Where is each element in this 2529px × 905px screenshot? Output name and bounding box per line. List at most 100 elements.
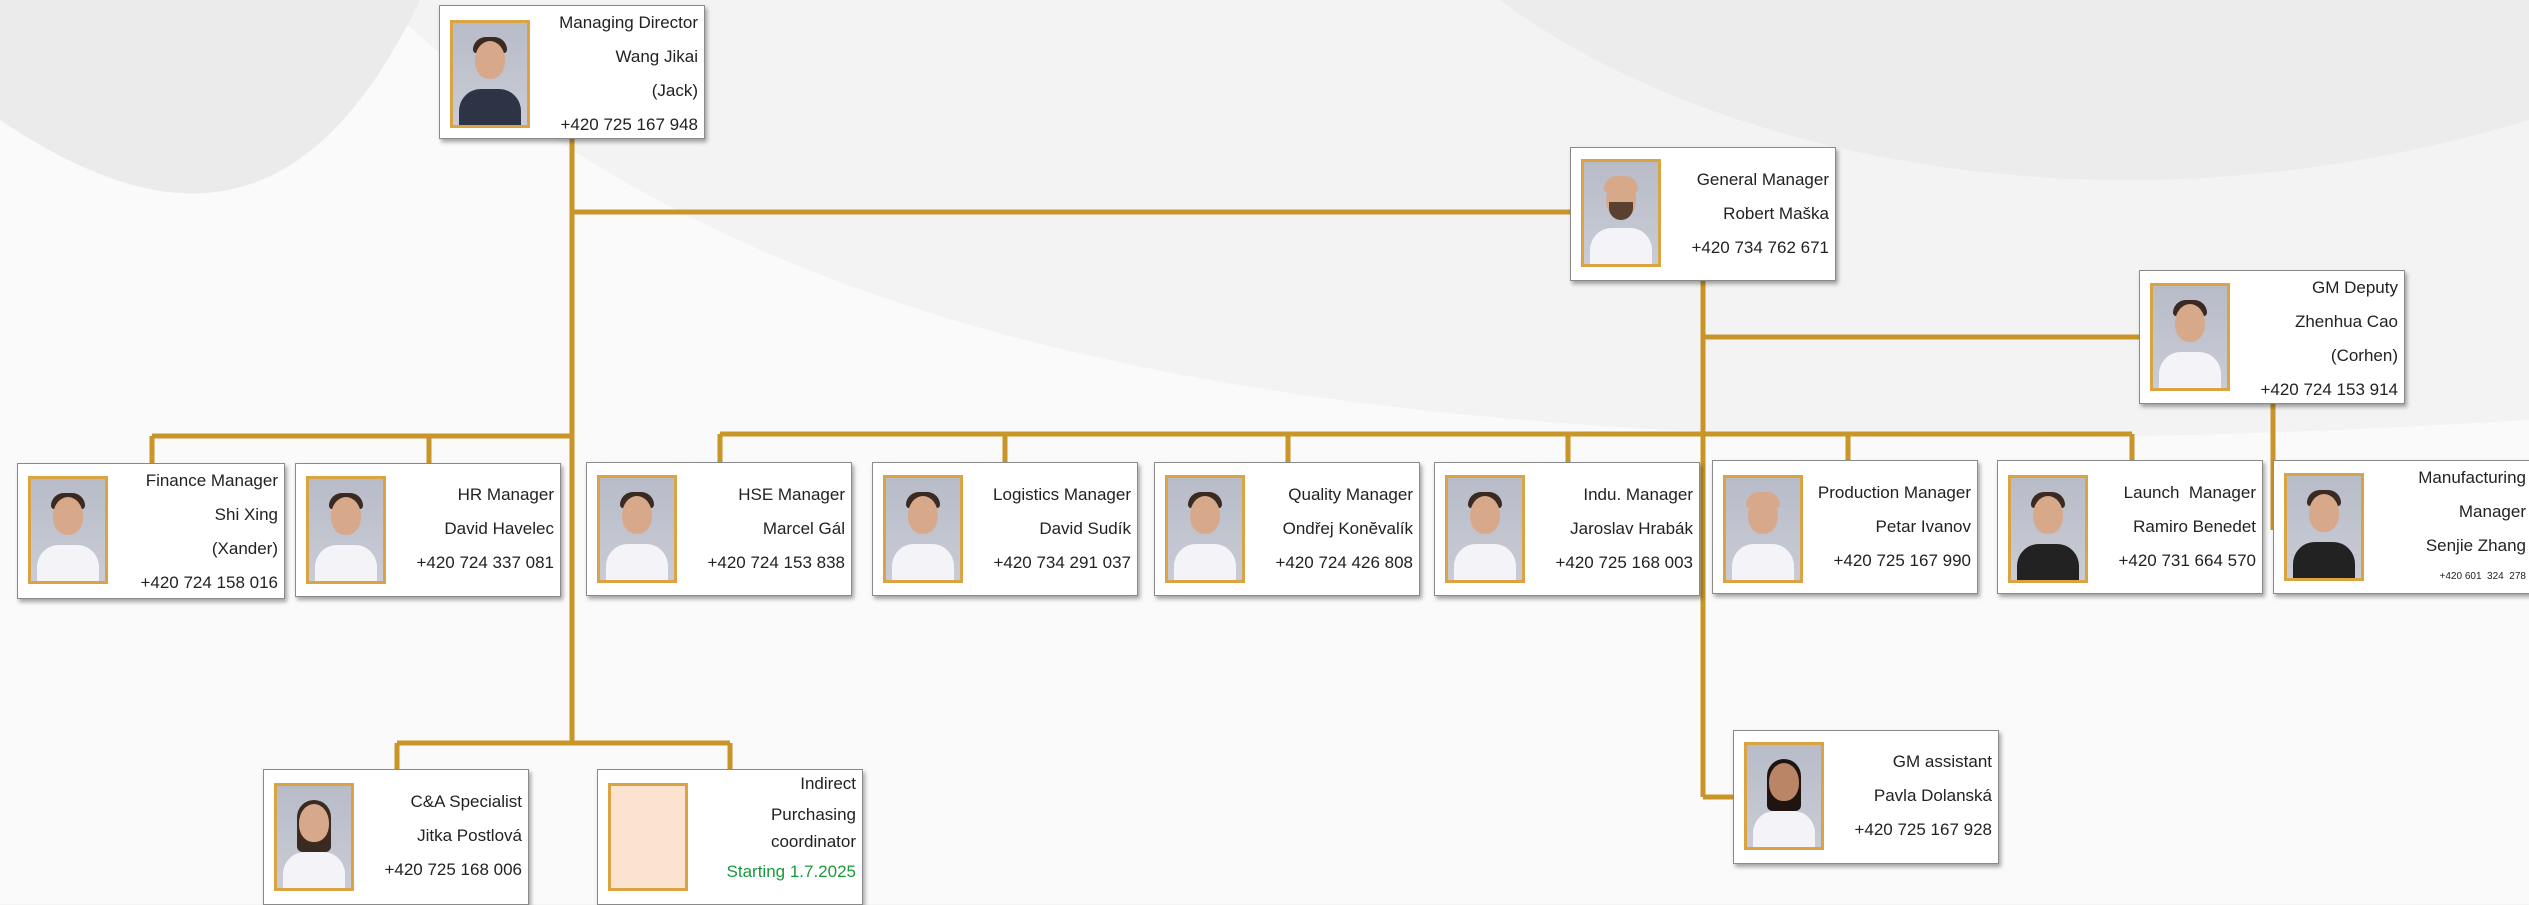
portrait-face xyxy=(299,804,329,842)
job-title: Quality Manager xyxy=(1288,485,1413,504)
job-title-line-2: Purchasing xyxy=(770,805,856,824)
org-card-hr-manager[interactable]: HR Manager David Havelec +420 724 337 08… xyxy=(295,463,561,597)
phone-number: +420 725 168 003 xyxy=(1555,553,1693,572)
org-card-finance-manager[interactable]: Finance Manager Shi Xing (Xander) +420 7… xyxy=(17,463,285,599)
portrait-body xyxy=(1454,544,1516,580)
portrait-face xyxy=(1769,763,1799,801)
phone-number: +420 601 324 278 xyxy=(2439,571,2526,582)
portrait-body xyxy=(283,852,345,888)
portrait-photo xyxy=(450,20,530,128)
job-title: General Manager xyxy=(1696,170,1829,189)
portrait-photo xyxy=(597,475,677,583)
job-title: C&A Specialist xyxy=(410,792,523,811)
org-card-manufacturing-manager[interactable]: Manufacturing Manager Senjie Zhang +420 … xyxy=(2273,460,2529,594)
job-title: GM Deputy xyxy=(2312,278,2398,297)
portrait-body xyxy=(1753,811,1815,847)
portrait-body xyxy=(37,545,99,581)
job-title: Managing Director xyxy=(559,13,698,32)
portrait-beard xyxy=(1609,202,1633,220)
org-card-gm-deputy[interactable]: GM Deputy Zhenhua Cao (Corhen) +420 724 … xyxy=(2139,270,2405,404)
job-title: Launch Manager xyxy=(2123,483,2256,502)
portrait-face xyxy=(1470,496,1500,534)
portrait-face xyxy=(2033,496,2063,534)
person-alias: (Corhen) xyxy=(2330,346,2398,365)
job-title: HSE Manager xyxy=(738,485,845,504)
org-card-logistics-manager[interactable]: Logistics Manager David Sudík +420 734 2… xyxy=(872,462,1138,596)
org-card-production-manager[interactable]: Production Manager Petar Ivanov +420 725… xyxy=(1712,460,1978,594)
start-date-note: Starting 1.7.2025 xyxy=(726,862,856,881)
person-name: Petar Ivanov xyxy=(1875,517,1971,536)
portrait-face xyxy=(1190,496,1220,534)
person-alias: (Xander) xyxy=(211,539,278,558)
portrait-body xyxy=(1732,544,1794,580)
phone-number: +420 724 153 838 xyxy=(707,553,845,572)
person-name: David Havelec xyxy=(444,519,554,538)
job-title: Indu. Manager xyxy=(1583,485,1693,504)
job-title: Production Manager xyxy=(1817,483,1971,502)
person-alias: (Jack) xyxy=(651,81,698,100)
org-card-managing-director[interactable]: Managing Director Wang Jikai (Jack) +420… xyxy=(439,5,705,139)
phone-number: +420 724 158 016 xyxy=(140,573,278,592)
person-name: Pavla Dolanská xyxy=(1873,786,1992,805)
portrait-face xyxy=(2175,304,2205,342)
portrait-body xyxy=(2017,544,2079,580)
job-title-line-1: Manufacturing xyxy=(2418,468,2526,487)
portrait-photo xyxy=(883,475,963,583)
person-name: Robert Maška xyxy=(1723,204,1829,223)
portrait-face xyxy=(475,41,505,79)
org-card-quality-manager[interactable]: Quality Manager Ondřej Konĕvalík +420 72… xyxy=(1154,462,1420,596)
portrait-face xyxy=(2309,494,2339,532)
portrait-body xyxy=(892,544,954,580)
portrait-face xyxy=(908,496,938,534)
person-name: Ondřej Konĕvalík xyxy=(1282,519,1413,538)
job-title: Logistics Manager xyxy=(993,485,1131,504)
portrait-body xyxy=(1590,228,1652,264)
portrait-photo xyxy=(1445,475,1525,583)
portrait-photo xyxy=(1744,742,1824,850)
portrait-photo xyxy=(306,476,386,584)
org-card-hse-manager[interactable]: HSE Manager Marcel Gál +420 724 153 838 xyxy=(586,462,852,596)
phone-number: +420 725 167 990 xyxy=(1833,551,1971,570)
portrait-body xyxy=(606,544,668,580)
portrait-face xyxy=(53,497,83,535)
portrait-photo xyxy=(274,783,354,891)
phone-number: +420 734 291 037 xyxy=(993,553,1131,572)
job-title: Finance Manager xyxy=(145,471,278,490)
person-name: Wang Jikai xyxy=(615,47,698,66)
portrait-body xyxy=(2293,542,2355,578)
job-title: HR Manager xyxy=(457,485,554,504)
job-title: GM assistant xyxy=(1892,752,1992,771)
portrait-face xyxy=(1748,496,1778,534)
org-card-gm-assistant[interactable]: GM assistant Pavla Dolanská +420 725 167… xyxy=(1733,730,1999,864)
person-name: David Sudík xyxy=(1039,519,1131,538)
org-card-indirect-purchasing-coordinator[interactable]: Indirect Purchasing coordinator Starting… xyxy=(597,769,863,905)
org-card-ca-specialist[interactable]: C&A Specialist Jitka Postlová +420 725 1… xyxy=(263,769,529,905)
org-card-indu-manager[interactable]: Indu. Manager Jaroslav Hrabák +420 725 1… xyxy=(1434,462,1700,596)
phone-number: +420 725 168 006 xyxy=(384,860,522,879)
portrait-photo xyxy=(2150,283,2230,391)
phone-number: +420 725 167 928 xyxy=(1854,820,1992,839)
portrait-photo xyxy=(1723,475,1803,583)
phone-number: +420 731 664 570 xyxy=(2118,551,2256,570)
person-name: Zhenhua Cao xyxy=(2294,312,2398,331)
person-name: Marcel Gál xyxy=(762,519,845,538)
person-name: Shi Xing xyxy=(214,505,278,524)
phone-number: +420 734 762 671 xyxy=(1691,238,1829,257)
portrait-photo xyxy=(2284,473,2364,581)
portrait-body xyxy=(459,89,521,125)
org-card-launch-manager[interactable]: Launch Manager Ramiro Benedet +420 731 6… xyxy=(1997,460,2263,594)
phone-number: +420 724 153 914 xyxy=(2260,380,2398,399)
phone-number: +420 725 167 948 xyxy=(560,115,698,134)
phone-number: +420 724 426 808 xyxy=(1275,553,1413,572)
job-title-line-2: Manager xyxy=(2458,502,2526,521)
portrait-body xyxy=(315,545,377,581)
person-name: Jitka Postlová xyxy=(417,826,522,845)
portrait-face xyxy=(331,497,361,535)
job-title-line-1: Indirect xyxy=(800,774,856,793)
org-card-general-manager[interactable]: General Manager Robert Maška +420 734 76… xyxy=(1570,147,1836,281)
person-name: Senjie Zhang xyxy=(2425,536,2526,555)
photo-placeholder xyxy=(608,783,688,891)
person-name: Jaroslav Hrabák xyxy=(1570,519,1693,538)
